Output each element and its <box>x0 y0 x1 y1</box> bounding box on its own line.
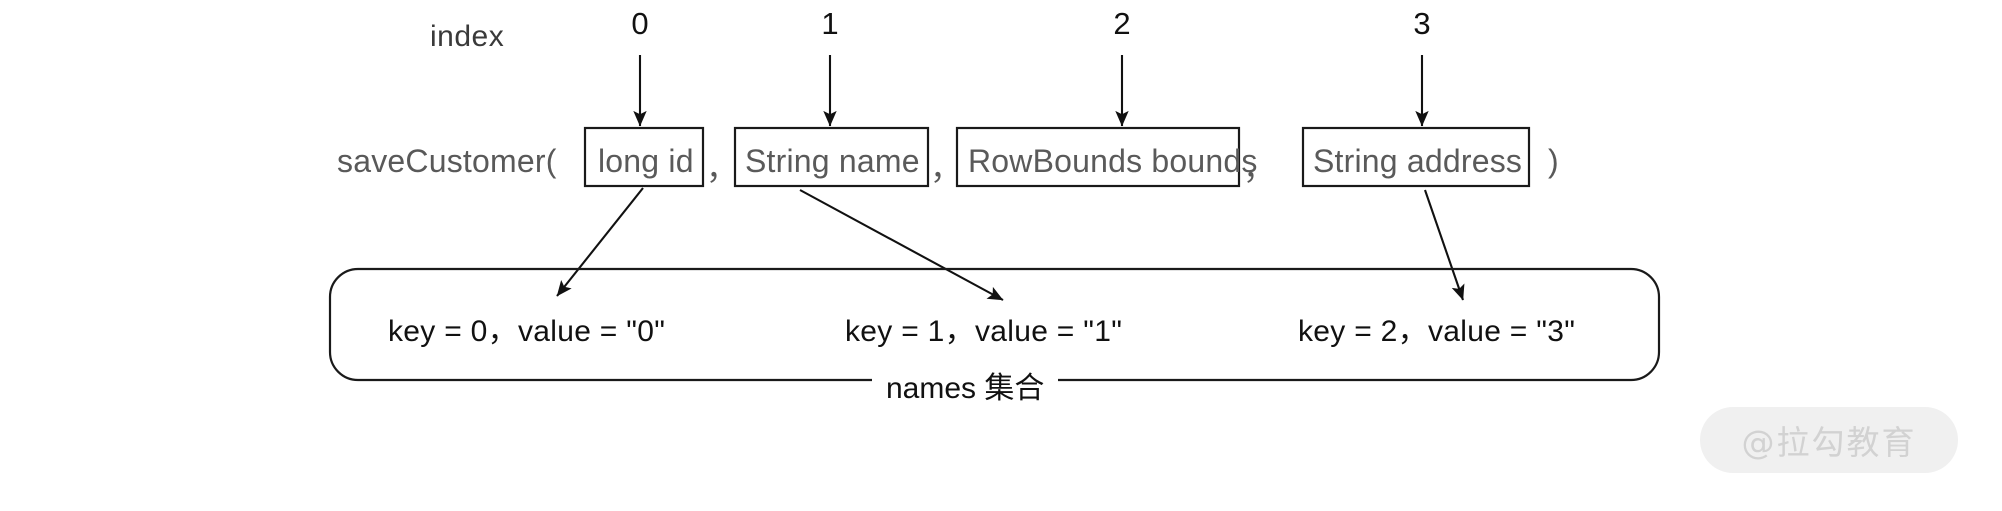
map-arrow-1 <box>799 189 1004 301</box>
param-label-3: String address <box>1313 143 1523 179</box>
index-number-1: 1 <box>821 6 839 41</box>
map-arrow-0 <box>556 187 644 297</box>
map-arrow-2 <box>1424 189 1465 301</box>
watermark-badge: @拉勾教育 <box>1700 407 1958 473</box>
method-name: saveCustomer( <box>337 143 557 179</box>
index-number-0: 0 <box>631 6 649 41</box>
param-separator-1: ， <box>930 150 963 186</box>
param-label-0: long id <box>598 143 694 179</box>
param-separator-2: ， <box>1243 150 1276 186</box>
param-label-1: String name <box>745 143 920 179</box>
signature-close-paren: ) <box>1548 143 1559 179</box>
watermark-text: @拉勾教育 <box>1741 423 1917 462</box>
collection-entry-2: key = 2，value = "3" <box>1298 315 1576 348</box>
index-label: index <box>430 20 505 53</box>
index-number-2: 2 <box>1113 6 1131 41</box>
collection-entry-0: key = 0，value = "0" <box>388 315 666 348</box>
param-label-2: RowBounds bounds <box>968 143 1258 179</box>
collection-caption: names 集合 <box>872 363 1059 407</box>
index-number-3: 3 <box>1413 6 1431 41</box>
collection-entry-1: key = 1，value = "1" <box>845 315 1123 348</box>
param-separator-0: ， <box>706 150 739 186</box>
